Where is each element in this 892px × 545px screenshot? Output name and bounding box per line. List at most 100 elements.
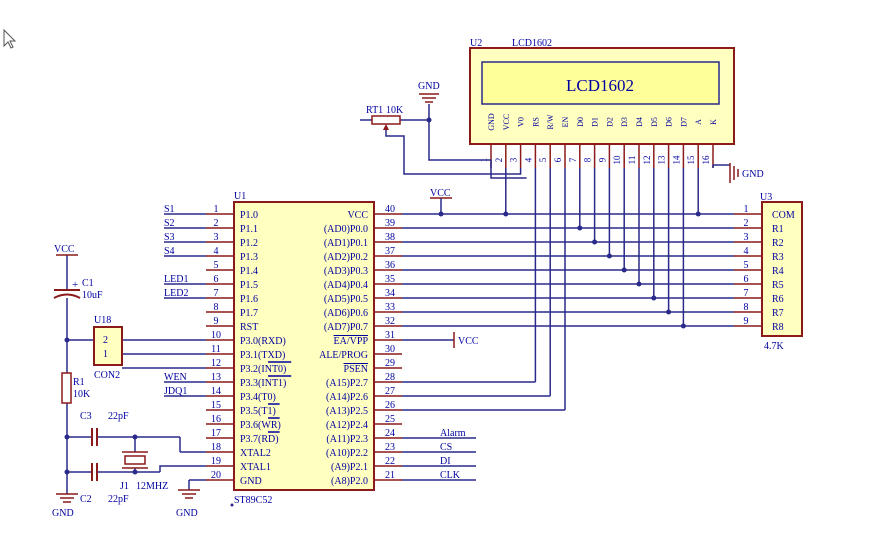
lcd-pins: GND1VCC2V03RS4R/W5EN6D07D18D29D310D411D5… <box>479 113 718 168</box>
c3-ref: C3 <box>80 411 92 422</box>
u1-pin-14-number: 14 <box>211 386 221 397</box>
u1-pin-5-name: P1.4 <box>240 266 258 277</box>
junction-dot <box>606 253 612 259</box>
gnd-label-mcu: GND <box>176 508 198 519</box>
gnd-lcd: GND <box>714 163 764 183</box>
capacitor-c3: C3 22pF <box>80 411 129 446</box>
c1-ref: C1 <box>82 278 94 289</box>
u3-value: 4.7K <box>764 341 785 352</box>
u1-pin-15-number: 15 <box>211 400 221 411</box>
u1-pin-19-number: 19 <box>211 456 221 467</box>
u3-pin-6-number: 6 <box>744 274 749 285</box>
net-label-led1: LED1 <box>164 274 188 285</box>
junction-dot <box>64 469 70 475</box>
junction-dot <box>680 323 686 329</box>
lcd-pin-8-number: 8 <box>583 157 593 162</box>
u1-pin-7-name: P1.6 <box>240 294 258 305</box>
lcd-pin-2-name: VCC <box>502 114 511 130</box>
u1-pin-26-name: (A13)P2.5 <box>326 406 368 417</box>
u1-pin-36-name: (AD3)P0.3 <box>324 266 368 277</box>
u1-pin-38-name: (AD1)P0.1 <box>324 238 368 249</box>
lcd-pin-10-name: D3 <box>620 117 629 127</box>
u1-pin-35-number: 35 <box>385 274 395 285</box>
u1-body <box>233 201 375 491</box>
u1-left-pins: 1P1.0S12P1.1S23P1.2S34P1.3S45P1.46P1.5LE… <box>164 204 292 487</box>
u1-pin-10-name: P3.0(RXD) <box>240 336 286 347</box>
lcd-pin-11-name: D4 <box>635 117 644 127</box>
lcd-gnd-wire <box>490 168 527 179</box>
net-label-clk: CLK <box>440 470 461 481</box>
u3-pin-7-number: 7 <box>744 288 749 299</box>
u1-pin-40-number: 40 <box>385 204 395 215</box>
net-label-di: DI <box>440 456 451 467</box>
u3-pin-4-name: R3 <box>772 252 784 263</box>
u1-pin-3-number: 3 <box>214 232 219 243</box>
gnd-left: GND <box>52 493 78 519</box>
u1-pin-5-number: 5 <box>214 260 219 271</box>
net-label-jdq1: JDQ1 <box>164 386 187 397</box>
u1-pin-15-name: P3.5(T1) <box>240 406 276 417</box>
u1-pin-30-name: ALE/PROG <box>319 350 368 361</box>
u3-pin-7-name: R6 <box>772 294 784 305</box>
u1-pin-33-number: 33 <box>385 302 395 313</box>
wires <box>66 104 734 494</box>
junction-dot <box>132 469 138 475</box>
u1-pin-23-name: (A10)P2.2 <box>326 448 368 459</box>
u1-part: ST89C52 <box>234 495 272 506</box>
capacitor-c2: C2 22pF <box>80 463 129 505</box>
c3-value: 22pF <box>108 411 129 422</box>
j1-value: 12MHZ <box>136 481 168 492</box>
rt1-ref: RT1 <box>366 105 383 116</box>
lcd-pin-15-name: A <box>694 119 703 125</box>
gnd-label-lcd: GND <box>742 169 764 180</box>
lcd1602-module: U2 LCD1602 LCD1602 GND1VCC2V03RS4R/W5EN6… <box>469 38 735 168</box>
net-label-wen: WEN <box>164 372 187 383</box>
u3-pin-5-number: 5 <box>744 260 749 271</box>
net-label-alarm: Alarm <box>440 428 466 439</box>
u1-pin-4-number: 4 <box>214 246 219 257</box>
junction-dot <box>651 295 657 301</box>
u1-pin-21-number: 21 <box>385 470 395 481</box>
u3-pin-2-name: R1 <box>772 224 784 235</box>
junction-dot <box>438 211 444 217</box>
u3-pin-6-name: R5 <box>772 280 784 291</box>
c2-value: 22pF <box>108 494 129 505</box>
u1-pin-25-name: (A12)P2.4 <box>326 420 368 431</box>
lcd-pin-7-name: D0 <box>576 117 585 127</box>
lcd-pin-6-name: EN <box>561 116 570 127</box>
u1-pin-29-name: PSEN <box>344 364 368 375</box>
vcc-label-c1: VCC <box>54 244 75 255</box>
mcu-u1: U1 ST89C52 1P1.0S12P1.1S23P1.2S34P1.3S45… <box>164 191 476 507</box>
u1-pin-37-number: 37 <box>385 246 395 257</box>
u1-pin-23-number: 23 <box>385 442 395 453</box>
u1-pin-32-name: (AD7)P0.7 <box>324 322 368 333</box>
u1-right-pins: 40VCC39(AD0)P0.038(AD1)P0.137(AD2)P0.236… <box>319 204 476 487</box>
vcc-c1: VCC <box>54 244 78 256</box>
lcd-pin-5-number: 5 <box>538 157 548 162</box>
net-label-s2: S2 <box>164 218 175 229</box>
u1-pin-31-name: EA/VPP <box>334 336 369 347</box>
u1-dot <box>230 503 234 507</box>
u1-pin-26-number: 26 <box>385 400 395 411</box>
u1-pin-20-name: GND <box>240 476 262 487</box>
u3-pin-2-number: 2 <box>744 218 749 229</box>
lcd-pin-9-name: D2 <box>605 117 614 127</box>
u1-pin-19-name: XTAL1 <box>240 462 271 473</box>
lcd-pin-13-number: 13 <box>657 155 667 165</box>
u1-pin-24-name: (A11)P2.3 <box>326 434 368 445</box>
junction-dot <box>64 434 70 440</box>
lcd-pin-15-number: 15 <box>686 155 696 165</box>
u1-pin-10-number: 10 <box>211 330 221 341</box>
u1-pin-40-name: VCC <box>347 210 368 221</box>
u3-pin-1-name: COM <box>772 210 795 221</box>
rt1-value: 10K <box>386 105 404 116</box>
u1-pin-16-number: 16 <box>211 414 221 425</box>
junction-dot <box>695 211 701 217</box>
u1-ref: U1 <box>234 191 246 202</box>
u3-pin-3-name: R2 <box>772 238 784 249</box>
lcd-pin-6-number: 6 <box>553 157 563 162</box>
u1-pin-18-name: XTAL2 <box>240 448 271 459</box>
